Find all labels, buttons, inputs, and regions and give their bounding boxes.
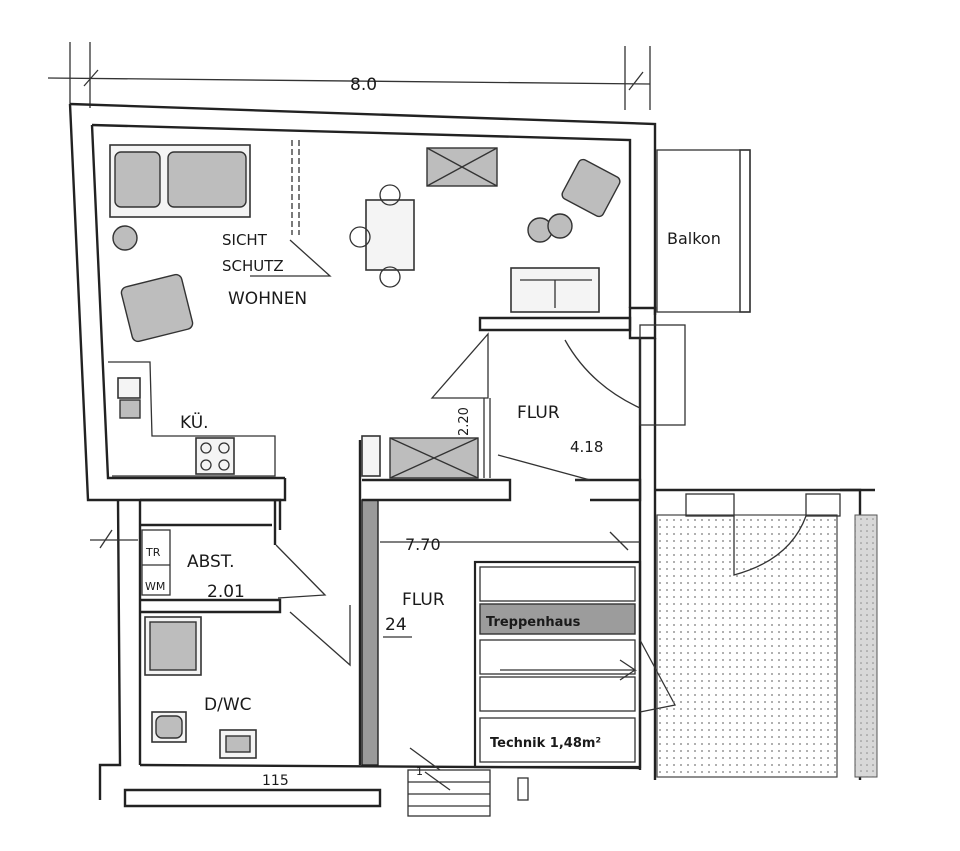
step-label: 1: [416, 765, 423, 778]
dimension-top: 8.0: [47, 42, 651, 110]
room-label-flur-upper: FLUR: [517, 403, 560, 423]
room-label-flur-lower: FLUR: [402, 590, 445, 610]
armchair-left: [120, 273, 194, 343]
staircase: Treppenhaus Technik 1,48m²: [473, 560, 676, 769]
room-label-kueche: KÜ.: [180, 411, 209, 433]
sofa: [510, 267, 600, 313]
abstellraum: TR WM ABST. 2.01: [141, 529, 327, 602]
side-table: [527, 213, 573, 243]
dimension-top-label: 8.0: [350, 75, 377, 95]
label-wm: WM: [145, 580, 165, 593]
label-treppenhaus: Treppenhaus: [486, 615, 581, 630]
balkon-label: Balkon: [667, 229, 721, 248]
room-label-dwc: D/WC: [204, 695, 252, 715]
dining-table: [349, 184, 415, 288]
dimension-bottom: 115: [262, 773, 289, 789]
flur-lower-area: 24: [385, 615, 407, 635]
armchair-right: [561, 158, 621, 218]
bathroom: D/WC: [144, 605, 351, 759]
kitchen: KÜ.: [108, 361, 276, 477]
room-label-abst: ABST.: [187, 552, 235, 572]
bed: [109, 144, 251, 218]
room-label-wohnen: WOHNEN: [228, 289, 307, 309]
sichtschutz: SICHT SCHUTZ: [222, 140, 332, 277]
flur-upper-height: 2.20: [457, 407, 472, 436]
sichtschutz-label-1: SICHT: [222, 231, 268, 249]
balkon: Balkon: [656, 149, 751, 313]
flur-upper: 2.20 FLUR 4.18: [361, 324, 686, 481]
label-tr: TR: [145, 546, 161, 559]
hall-dimension: 7.70: [405, 535, 441, 554]
flur-lower: 7.70 FLUR 24: [380, 531, 640, 638]
label-technik: Technik 1,48m²: [490, 736, 601, 751]
dimension-left: [90, 529, 138, 549]
abst-area: 2.01: [207, 582, 245, 602]
neighbour-area: [656, 493, 878, 778]
lamp-icon: [112, 225, 138, 251]
entry-steps: 1: [407, 747, 529, 817]
flur-upper-area: 4.18: [570, 438, 603, 456]
sichtschutz-label-2: SCHUTZ: [222, 257, 284, 275]
window-box: [426, 147, 498, 187]
